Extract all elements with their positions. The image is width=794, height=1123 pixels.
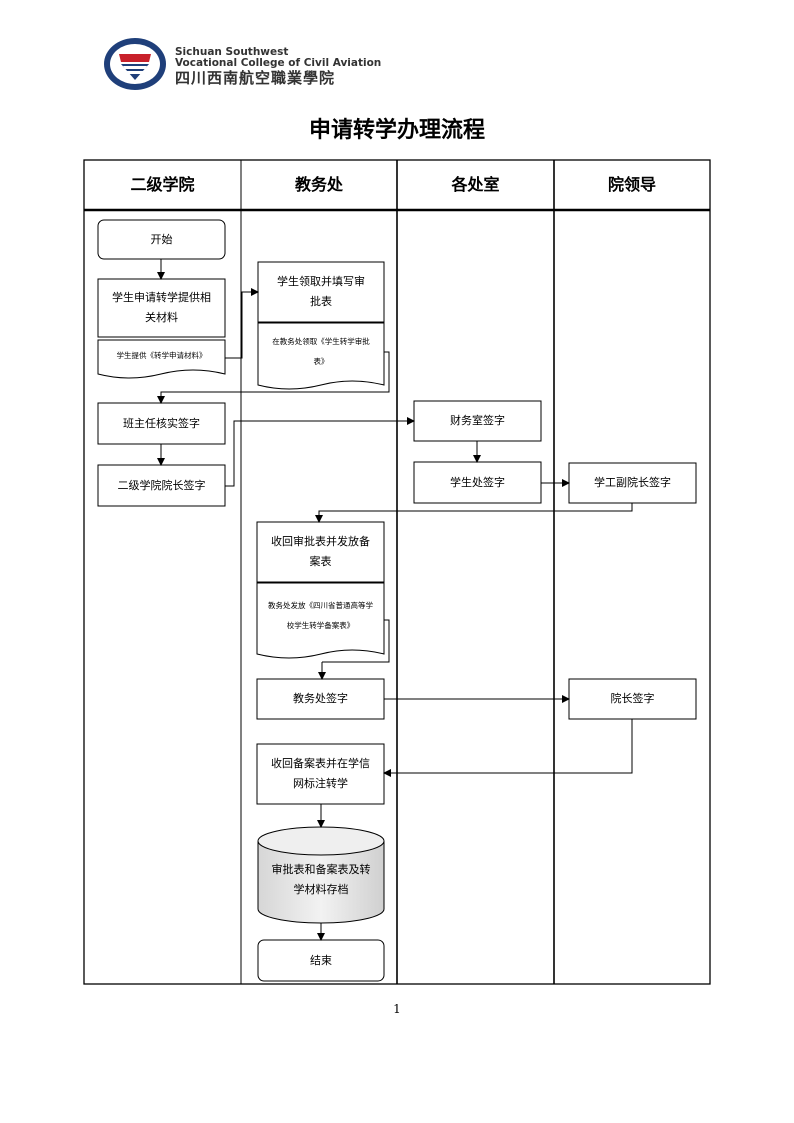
arrow-dean-finance (225, 417, 415, 487)
arrow-vicepresident-collect (315, 503, 633, 523)
lane-header-leadership: 院领导 (607, 175, 656, 194)
logo-english-line-1: Sichuan Southwest (175, 46, 289, 58)
start-label: 开始 (150, 232, 173, 246)
collect-process (256, 521, 385, 583)
collect-doc-label: 教务处发放《四川省普通高等学校学生转学备案表》 (268, 601, 373, 630)
apply-doc-label: 学生提供《转学申请材料》 (116, 351, 207, 360)
finance-process (413, 400, 542, 442)
academic-sign-process (256, 678, 385, 720)
lane-header-offices: 各处室 (451, 175, 500, 194)
finance-label: 财务室签字 (450, 414, 505, 427)
college-logo: Sichuan Southwest Vocational College of … (103, 36, 403, 92)
college-dean-label: 二级学院院长签字 (117, 478, 206, 492)
fill-form-document (257, 322, 385, 390)
fill-form-label: 学生领取并填写审批表 (277, 275, 365, 308)
arrow-fillform-headteacher (157, 391, 321, 404)
student-office-label: 学生处签字 (450, 475, 505, 489)
arrow-apply-fillform (225, 288, 259, 359)
apply-document (97, 339, 226, 379)
head-teacher-label: 班主任核实签字 (123, 416, 200, 430)
apply-process (97, 278, 226, 338)
president-label: 院长签字 (610, 692, 655, 705)
collect-label: 收回审批表并发放备案表 (271, 535, 370, 568)
arrow-president-mark (383, 719, 633, 777)
end-label: 结束 (310, 953, 332, 967)
logo-english-line-2: Vocational College of Civil Aviation (175, 57, 382, 69)
academic-sign-label: 教务处签字 (293, 692, 348, 705)
vice-president-label: 学工副院长签字 (594, 476, 671, 489)
page-number: 1 (393, 1002, 401, 1016)
mark-label: 收回备案表并在学信网标注转学 (271, 757, 370, 790)
lane-header-academic-affairs: 教务处 (294, 175, 343, 194)
archive-database (257, 826, 385, 924)
apply-label: 学生申请转学提供相关材料 (112, 291, 211, 324)
fill-form-doc-label: 在教务处领取《学生转学审批表》 (272, 337, 370, 366)
mark-process (256, 743, 385, 805)
page-title: 申请转学办理流程 (308, 117, 485, 143)
archive-label: 审批表和备案表及转学材料存档 (271, 863, 371, 896)
head-teacher-process (97, 402, 226, 445)
fill-form-process (257, 261, 385, 323)
college-emblem-icon (104, 38, 166, 90)
lane-header-college: 二级学院 (130, 175, 195, 194)
collect-document (256, 582, 385, 659)
logo-chinese-name: 四川西南航空職業學院 (175, 69, 336, 87)
